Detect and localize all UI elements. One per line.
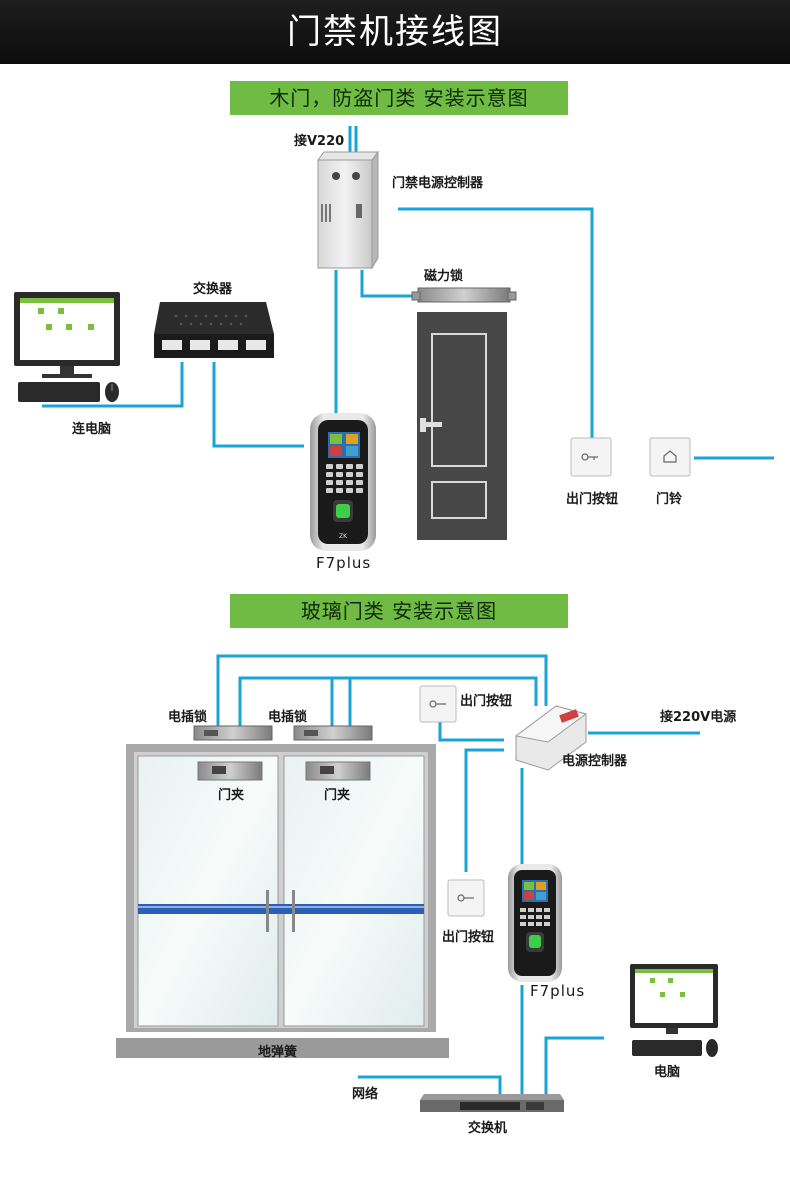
section2-banner: 玻璃门类 安装示意图 <box>230 594 568 628</box>
label-power-controller: 门禁电源控制器 <box>392 176 484 191</box>
computer-2-icon <box>630 964 718 1057</box>
doorbell-icon <box>649 437 691 477</box>
label-doorbell: 门铃 <box>656 492 683 507</box>
exit-button-top-icon <box>419 685 457 723</box>
label-exit-button-mid: 出门按钮 <box>442 930 495 945</box>
label-bolt-lock-left: 电插锁 <box>168 710 208 725</box>
page-title: 门禁机接线图 <box>0 0 790 64</box>
label-computer-2: 电脑 <box>654 1065 681 1080</box>
door-icon <box>417 312 507 540</box>
label-computer: 连电脑 <box>72 422 112 437</box>
label-device: F7plus <box>316 554 372 572</box>
label-bolt-lock-right: 电插锁 <box>268 710 308 725</box>
label-switch-2: 交换机 <box>468 1121 508 1136</box>
label-network: 网络 <box>352 1087 379 1102</box>
section1-banner: 木门，防盗门类 安装示意图 <box>230 81 568 115</box>
label-switch: 交换器 <box>193 282 233 297</box>
label-door-clip-right: 门夹 <box>324 788 351 803</box>
bolt-lock-left-icon <box>193 725 273 741</box>
label-exit-button: 出门按钮 <box>566 492 619 507</box>
label-exit-button-top: 出门按钮 <box>460 694 513 709</box>
label-floor-spring: 地弹簧 <box>258 1045 298 1060</box>
power-controller-icon <box>317 150 379 270</box>
exit-button-mid-icon <box>447 879 485 917</box>
floor-spring-bar <box>116 1038 449 1058</box>
glass-door-icon <box>126 744 436 1032</box>
svg-text:ZK: ZK <box>339 533 348 540</box>
exit-button-icon <box>570 437 612 477</box>
fingerprint-terminal-icon: ZK <box>310 413 376 551</box>
fingerprint-terminal-2-icon <box>508 864 562 982</box>
door-clip-right-icon <box>305 761 371 781</box>
power-controller-2-icon <box>514 705 588 771</box>
network-switch-icon <box>154 302 274 358</box>
label-power-220: 接220V电源 <box>660 710 737 725</box>
label-magnetic-lock: 磁力锁 <box>424 269 464 284</box>
computer-icon <box>14 292 120 402</box>
label-door-clip-left: 门夹 <box>218 788 245 803</box>
bolt-lock-right-icon <box>293 725 373 741</box>
label-power-controller-2: 电源控制器 <box>562 754 628 769</box>
section2-wires <box>216 654 700 1094</box>
magnetic-lock-icon <box>411 287 517 303</box>
label-device-2: F7plus <box>530 982 586 1000</box>
network-switch-2-icon <box>420 1094 564 1112</box>
label-power-input: 接V220 <box>294 134 345 149</box>
door-clip-left-icon <box>197 761 263 781</box>
section1-wires <box>42 126 774 460</box>
